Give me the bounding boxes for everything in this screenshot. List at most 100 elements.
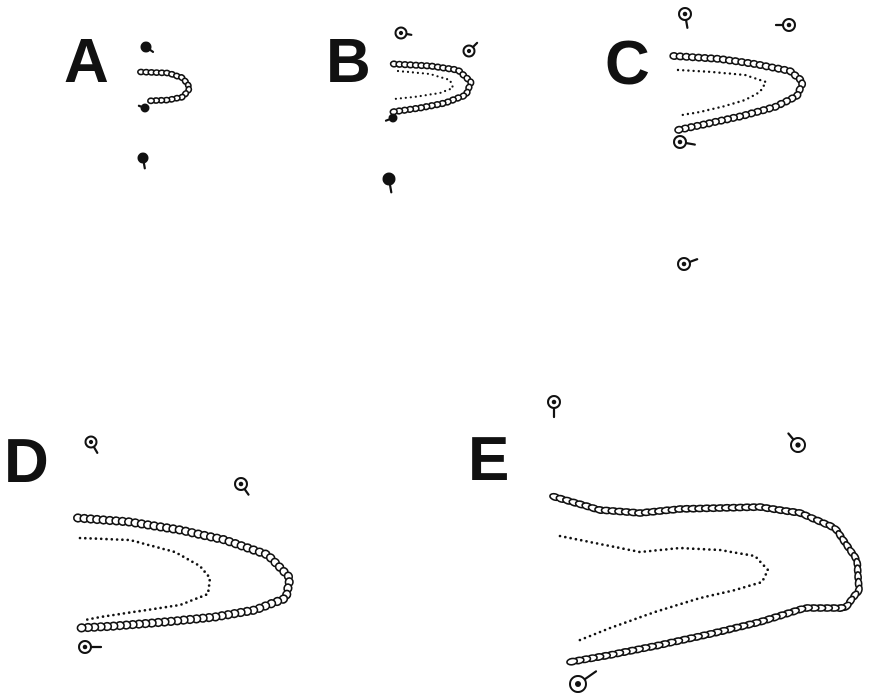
dot: [441, 76, 444, 79]
marker-icon: [394, 26, 413, 40]
dot: [706, 595, 709, 598]
dot: [742, 99, 745, 102]
dot: [754, 77, 757, 80]
dot: [177, 552, 180, 556]
dot: [702, 547, 706, 551]
dot: [569, 536, 572, 540]
marker-icon: [140, 41, 155, 54]
dot: [687, 69, 690, 72]
panel-e-markers: [547, 395, 806, 693]
dot: [101, 615, 105, 618]
marker-icon: [84, 435, 99, 454]
dot: [208, 578, 211, 582]
dot: [654, 610, 658, 613]
panel-e-inner-dots: [558, 534, 769, 642]
dot: [593, 632, 597, 636]
marker-center: [551, 399, 557, 405]
dot: [732, 589, 736, 592]
dot: [764, 573, 768, 576]
dot: [394, 97, 397, 100]
dot: [692, 69, 695, 73]
dot: [167, 549, 170, 552]
cell: [674, 125, 684, 134]
dot: [590, 541, 594, 544]
marker-icon: [547, 395, 561, 419]
dot: [583, 636, 587, 640]
cell: [147, 97, 155, 105]
dot: [697, 547, 700, 551]
dot: [654, 549, 657, 552]
cell: [566, 657, 579, 666]
dot: [574, 537, 578, 541]
dot: [157, 546, 160, 549]
panel-d-inner-dots: [78, 536, 211, 621]
dot: [439, 91, 442, 94]
dot: [558, 534, 562, 538]
dot: [627, 548, 631, 552]
cell: [76, 623, 87, 633]
dot: [680, 602, 683, 605]
dot: [399, 97, 402, 100]
dot: [762, 564, 766, 567]
dot: [122, 612, 126, 615]
dot: [146, 543, 150, 547]
dot: [603, 628, 607, 632]
marker-icon: [774, 18, 796, 32]
marker-center: [681, 261, 687, 267]
dot: [643, 550, 647, 553]
panel-a-label: A: [64, 27, 109, 96]
dot: [702, 110, 705, 113]
dot: [136, 540, 140, 544]
dot: [89, 537, 92, 540]
dot: [434, 92, 437, 95]
panel-d-label: D: [4, 427, 49, 496]
dot: [143, 609, 147, 612]
dot: [691, 112, 695, 115]
dot: [747, 97, 750, 100]
dot: [742, 586, 746, 589]
marker-center: [677, 139, 683, 145]
panel-b-label: B: [326, 27, 371, 96]
dot: [644, 614, 647, 617]
dot: [686, 547, 690, 550]
dot: [579, 538, 583, 542]
dot: [595, 542, 599, 545]
dot: [91, 617, 94, 620]
marker-center: [795, 442, 801, 448]
dot: [105, 537, 108, 541]
dot: [409, 96, 412, 99]
marker-center: [391, 116, 395, 120]
dot: [727, 590, 730, 593]
marker-center: [386, 176, 392, 182]
panel-b: B: [326, 26, 479, 194]
panel-c-inner-dots: [676, 68, 767, 117]
dot: [718, 71, 721, 74]
dot: [697, 111, 700, 114]
dot: [697, 70, 700, 73]
dot: [112, 613, 115, 617]
dot: [749, 75, 752, 79]
dot: [708, 548, 711, 551]
dot: [115, 538, 119, 541]
dot: [429, 93, 432, 96]
panel-a: A: [64, 27, 193, 170]
dot: [601, 543, 604, 546]
dot: [446, 78, 449, 81]
dot: [685, 600, 689, 604]
dot: [718, 548, 722, 552]
dot: [634, 617, 637, 621]
marker-center: [88, 439, 94, 445]
marker-icon: [462, 41, 479, 58]
dot: [191, 560, 194, 564]
dot: [406, 70, 410, 73]
dot: [444, 89, 447, 93]
dot: [732, 102, 735, 105]
marker-center: [141, 156, 145, 160]
dot: [676, 68, 680, 72]
dot: [127, 611, 131, 614]
dot: [724, 549, 727, 553]
dot: [585, 540, 588, 543]
dot: [411, 71, 414, 74]
panel-b-loop: [389, 60, 475, 116]
